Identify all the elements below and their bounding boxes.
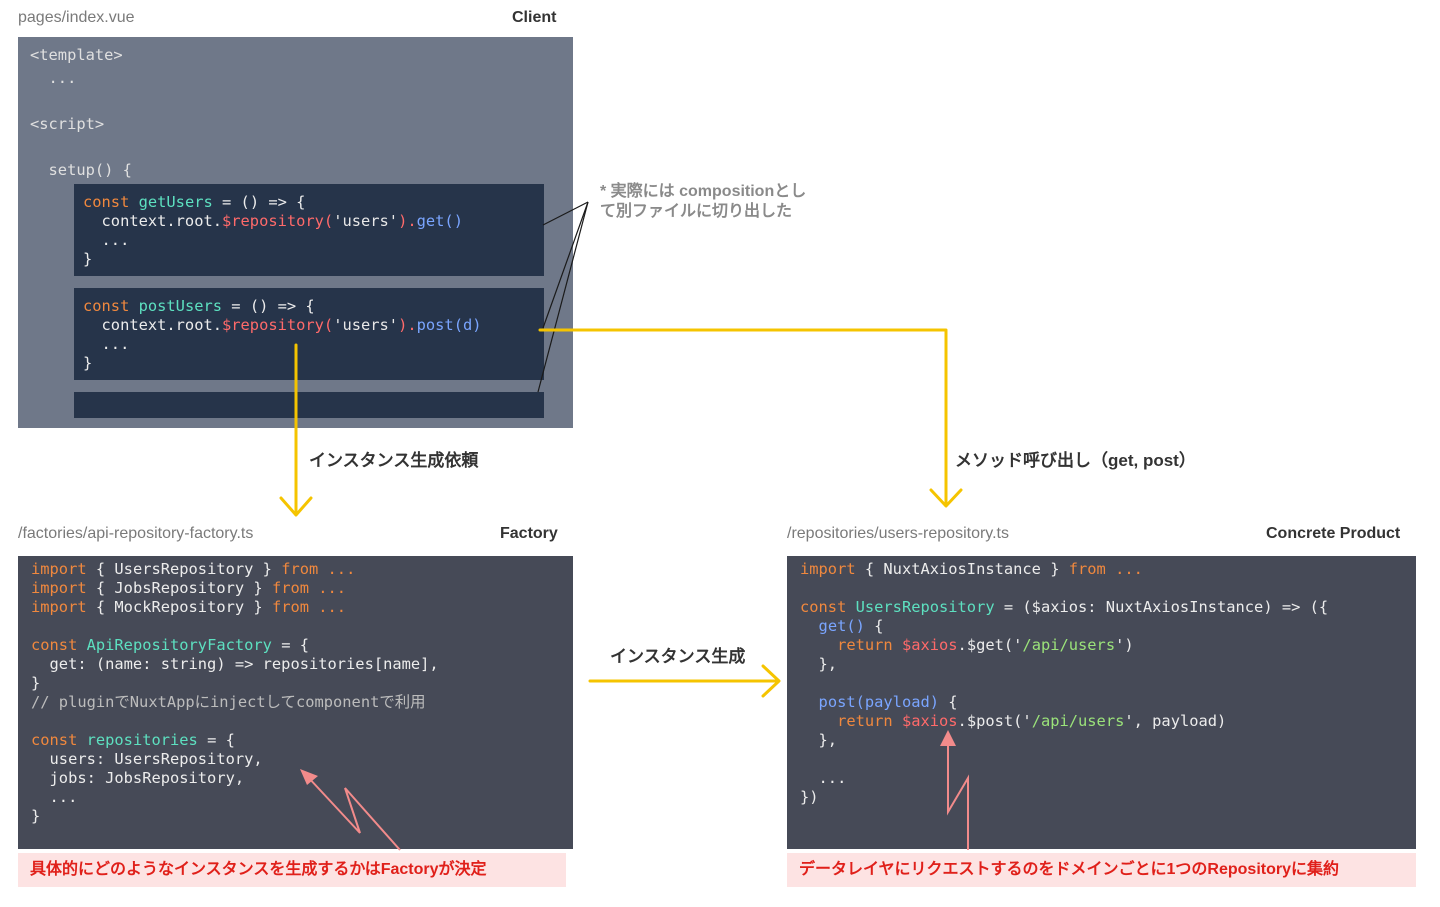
code-token: { bbox=[864, 617, 884, 635]
code-token: = () => { bbox=[222, 297, 315, 315]
code-token: getUsers bbox=[138, 193, 213, 211]
code-token: = ($axios: NuxtAxiosInstance) => ({ bbox=[994, 598, 1329, 616]
post-users-box: const postUsers = () => { context.root.$… bbox=[74, 288, 544, 380]
code-token: <script> bbox=[30, 115, 105, 133]
code-token: import bbox=[31, 598, 87, 616]
code-token: const bbox=[83, 193, 139, 211]
code-token: $axios bbox=[901, 712, 958, 730]
code-token: $axios bbox=[901, 636, 958, 654]
code-token: ... bbox=[31, 788, 78, 806]
code-token: repositories bbox=[86, 731, 198, 749]
product-role-label: Concrete Product bbox=[1266, 525, 1401, 542]
code-token: /api/users bbox=[1022, 636, 1116, 654]
code-token: from ... bbox=[1068, 560, 1143, 578]
code-token: postUsers bbox=[138, 297, 223, 315]
code-token: from ... bbox=[271, 579, 347, 597]
code-token: from ... bbox=[271, 598, 347, 616]
code-token: = () => { bbox=[212, 193, 306, 211]
code-token: return bbox=[800, 712, 902, 730]
code-token: }, bbox=[800, 655, 838, 673]
code-token: get() bbox=[818, 617, 865, 635]
code-token: ... bbox=[83, 335, 130, 353]
code-token: const bbox=[31, 731, 87, 749]
client-panel: <template> ... <script> setup() { const … bbox=[18, 37, 573, 428]
code-token: .$get(' bbox=[957, 636, 1023, 654]
create-label: インスタンス生成 bbox=[610, 647, 746, 666]
code-token: UsersRepository bbox=[855, 598, 995, 616]
code-token: = { bbox=[197, 731, 235, 749]
code-token: get: (name: string) => repositories[name… bbox=[31, 655, 439, 673]
factory-panel: import { UsersRepository } from ... impo… bbox=[18, 556, 573, 849]
code-token bbox=[800, 693, 819, 711]
factory-role-label: Factory bbox=[500, 525, 558, 542]
code-token: users: UsersRepository, bbox=[31, 750, 263, 768]
code-token: $repository( bbox=[222, 316, 334, 334]
code-token: 'users' bbox=[333, 316, 399, 334]
code-token: const bbox=[800, 598, 856, 616]
code-token: { UsersRepository } bbox=[86, 560, 282, 578]
code-token: ... bbox=[800, 769, 847, 787]
code-token: ') bbox=[1115, 636, 1134, 654]
code-token: 'users' bbox=[333, 212, 399, 230]
code-token: const bbox=[31, 636, 87, 654]
code-token: { JobsRepository } bbox=[86, 579, 272, 597]
code-token: post(payload) bbox=[818, 693, 940, 711]
factory-code: import { UsersRepository } from ... impo… bbox=[31, 560, 439, 826]
code-token: { bbox=[939, 693, 958, 711]
code-token bbox=[800, 617, 819, 635]
code-token: } bbox=[83, 250, 93, 268]
code-token: ApiRepositoryFactory bbox=[86, 636, 272, 654]
code-token: // pluginでNuxtAppにinjectしてcomponentで利用 bbox=[31, 693, 426, 711]
code-token: <template> bbox=[30, 46, 123, 64]
client-code: <template> ... <script> setup() { bbox=[30, 44, 132, 182]
code-token: } bbox=[31, 807, 41, 825]
code-token: return bbox=[800, 636, 902, 654]
product-callout: データレイヤにリクエストするのをドメインごとに1つのRepositoryに集約 bbox=[787, 853, 1416, 887]
code-token: setup() { bbox=[30, 161, 132, 179]
code-token: from ... bbox=[281, 560, 356, 578]
code-token: import bbox=[800, 560, 856, 578]
code-token: ). bbox=[398, 212, 417, 230]
code-token: ). bbox=[398, 316, 417, 334]
code-token: }, bbox=[800, 731, 838, 749]
code-token: context.root. bbox=[83, 316, 222, 334]
client-role-label: Client bbox=[512, 9, 557, 26]
code-token: .$post(' bbox=[957, 712, 1032, 730]
code-token: $repository( bbox=[222, 212, 334, 230]
code-token: post(d) bbox=[416, 316, 482, 334]
product-code: import { NuxtAxiosInstance } from ... co… bbox=[800, 560, 1328, 807]
code-token: ... bbox=[83, 231, 130, 249]
code-token: ', payload) bbox=[1124, 712, 1227, 730]
get-users-box: const getUsers = () => { context.root.$r… bbox=[74, 184, 544, 276]
method-call-arrow bbox=[538, 328, 963, 508]
code-token: = { bbox=[271, 636, 310, 654]
empty-box bbox=[74, 392, 544, 418]
code-token: ... bbox=[30, 69, 77, 87]
code-token: import bbox=[31, 560, 87, 578]
post-users-code: const postUsers = () => { context.root.$… bbox=[83, 297, 482, 373]
code-token: jobs: JobsRepository, bbox=[31, 769, 245, 787]
factory-file-label: /factories/api-repository-factory.ts bbox=[18, 525, 254, 542]
code-token: const bbox=[83, 297, 139, 315]
code-token: } bbox=[83, 354, 93, 372]
client-file-label: pages/index.vue bbox=[18, 9, 135, 26]
code-token: get() bbox=[416, 212, 463, 230]
code-token: }) bbox=[800, 788, 819, 806]
code-token: { NuxtAxiosInstance } bbox=[855, 560, 1069, 578]
code-token: { MockRepository } bbox=[86, 598, 272, 616]
create-request-label: インスタンス生成依頼 bbox=[309, 451, 479, 470]
code-token: import bbox=[31, 579, 87, 597]
create-arrow bbox=[588, 664, 781, 698]
get-users-code: const getUsers = () => { context.root.$r… bbox=[83, 193, 463, 269]
code-token: /api/users bbox=[1031, 712, 1125, 730]
code-token: } bbox=[31, 674, 41, 692]
code-token: context.root. bbox=[83, 212, 222, 230]
product-panel: import { NuxtAxiosInstance } from ... co… bbox=[787, 556, 1416, 849]
composition-note: * 実際には compositionとし て別ファイルに切り出した bbox=[600, 183, 807, 220]
product-file-label: /repositories/users-repository.ts bbox=[787, 525, 1009, 542]
method-call-label: メソッド呼び出し（get, post） bbox=[955, 451, 1196, 470]
factory-callout: 具体的にどのようなインスタンスを生成するかはFactoryが決定 bbox=[18, 853, 566, 887]
